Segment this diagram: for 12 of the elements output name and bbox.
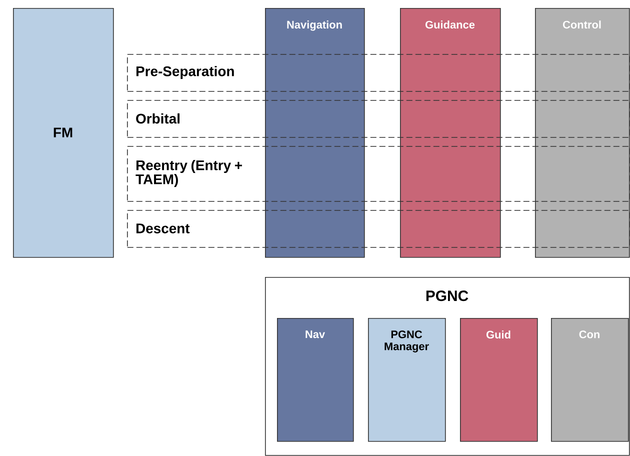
- column-box: Control: [535, 8, 630, 258]
- module-box: FM: [13, 8, 114, 258]
- phase-band: Reentry (Entry + TAEM): [127, 146, 630, 202]
- component-box: Con: [551, 318, 629, 442]
- component-box: Nav: [277, 318, 354, 442]
- phase-band: Pre-Separation: [127, 54, 630, 92]
- component-box: Guid: [460, 318, 538, 442]
- phase-band: Orbital: [127, 100, 630, 138]
- phase-band: Descent: [127, 210, 630, 248]
- component-box: PGNC Manager: [368, 318, 446, 442]
- column-box: Guidance: [400, 8, 501, 258]
- column-box: Navigation: [265, 8, 365, 258]
